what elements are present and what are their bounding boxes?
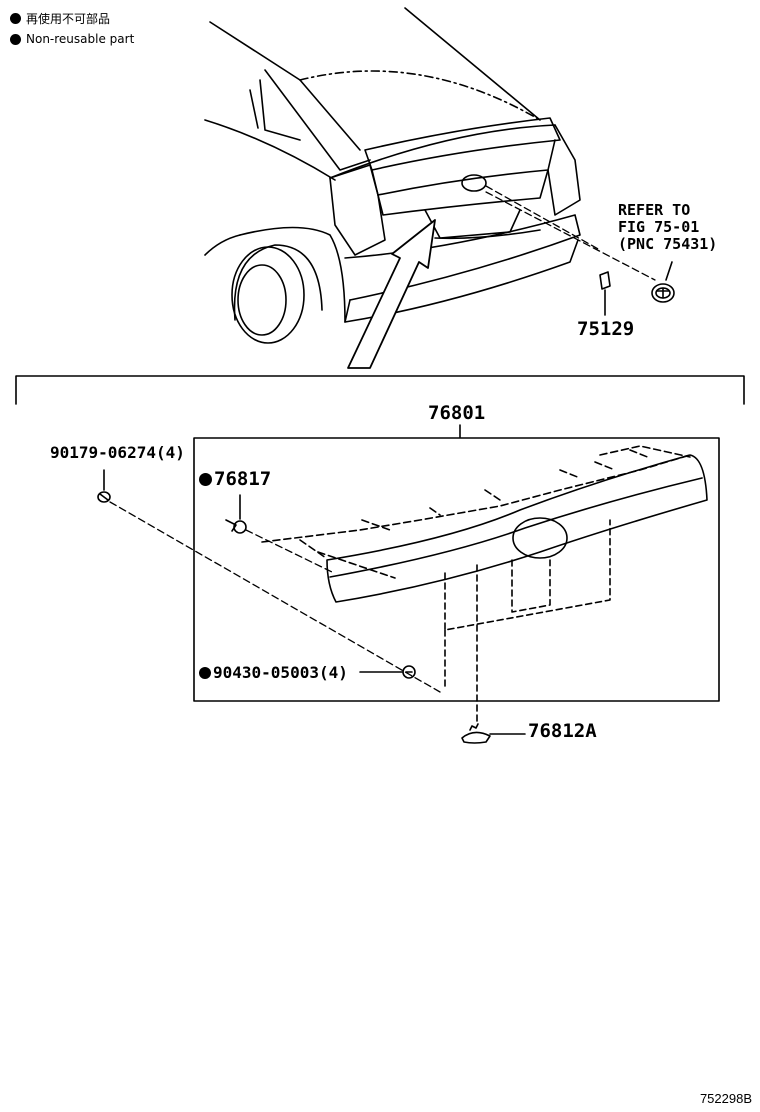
clip-76812a-icon [461,723,526,744]
assembly-bracket [15,375,745,405]
non-reusable-marker-icon [199,666,211,679]
reference-line-1: REFER TO [618,201,691,219]
reference-note[interactable]: REFER TO FIG 75-01 (PNC 75431) [618,202,717,253]
part-76817-row: 76817 [199,468,271,490]
non-reusable-marker-icon [10,33,21,45]
part-number-76812a[interactable]: 76812A [528,720,597,742]
part-number-75129[interactable]: 75129 [577,318,635,340]
back-door-garnish-icon [261,445,708,726]
part-90430-row: 90430-05003(4) [199,663,348,682]
emblem-icon [651,261,675,303]
part-number-76817[interactable]: 76817 [214,468,272,490]
legend-en: Non-reusable part [10,32,134,46]
part-number-76801[interactable]: 76801 [428,402,486,424]
non-reusable-marker-icon [10,13,21,24]
legend-jp-label: 再使用不可部品 [26,12,111,26]
clip-75129-icon [599,271,611,316]
reference-line-3: (PNC 75431) [618,235,718,253]
clip-76817-icon [225,494,247,534]
part-number-90430[interactable]: 90430-05003(4) [213,663,348,682]
nut-90430-icon [359,665,416,679]
legend-en-label: Non-reusable part [26,32,135,46]
screw-90179-icon [97,469,111,503]
figure-id: 752298B [699,1091,752,1106]
non-reusable-marker-icon [199,472,212,486]
part-number-90179[interactable]: 90179-06274(4) [50,443,185,462]
legend-jp: 再使用不可部品 [10,10,110,27]
reference-line-2: FIG 75-01 [618,218,700,236]
assembly-box [193,437,720,702]
location-arrow [347,219,436,369]
